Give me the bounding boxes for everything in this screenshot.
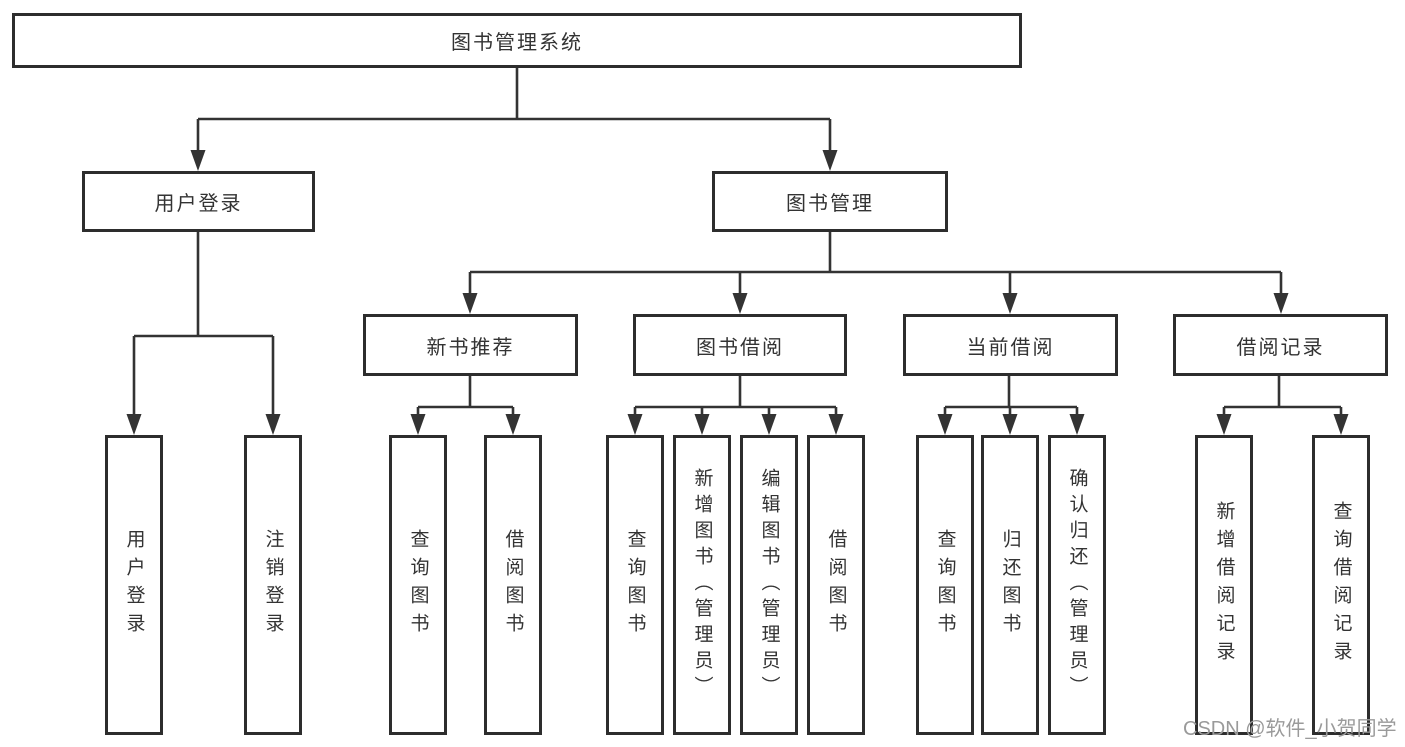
node-leaf-br-add-record: 新增借阅记录 [1195, 435, 1253, 735]
node-book-borrow: 图书借阅 [633, 314, 847, 376]
node-leaf-bb-borrow-books: 借阅图书 [807, 435, 865, 735]
node-leaf-user-login: 用户登录 [105, 435, 163, 735]
csdn-watermark: CSDN @软件_小贺同学 [1183, 718, 1397, 740]
node-leaf-br-query-record: 查询借阅记录 [1312, 435, 1370, 735]
node-leaf-cb-return-books: 归还图书 [981, 435, 1039, 735]
node-leaf-logout: 注销登录 [244, 435, 302, 735]
node-leaf-bb-add-books-admin: 新增图书（管理员） [673, 435, 731, 735]
node-current-borrow: 当前借阅 [903, 314, 1118, 376]
node-leaf-cb-query-books: 查询图书 [916, 435, 974, 735]
node-leaf-nbr-query-books: 查询图书 [389, 435, 447, 735]
node-leaf-nbr-borrow-books: 借阅图书 [484, 435, 542, 735]
node-book-management: 图书管理 [712, 171, 948, 232]
node-root-system: 图书管理系统 [12, 13, 1022, 68]
node-user-login: 用户登录 [82, 171, 315, 232]
node-new-book-recommend: 新书推荐 [363, 314, 578, 376]
node-borrow-records: 借阅记录 [1173, 314, 1388, 376]
node-leaf-bb-query-books: 查询图书 [606, 435, 664, 735]
node-leaf-bb-edit-books-admin: 编辑图书（管理员） [740, 435, 798, 735]
node-leaf-cb-confirm-return-admin: 确认归还（管理员） [1048, 435, 1106, 735]
